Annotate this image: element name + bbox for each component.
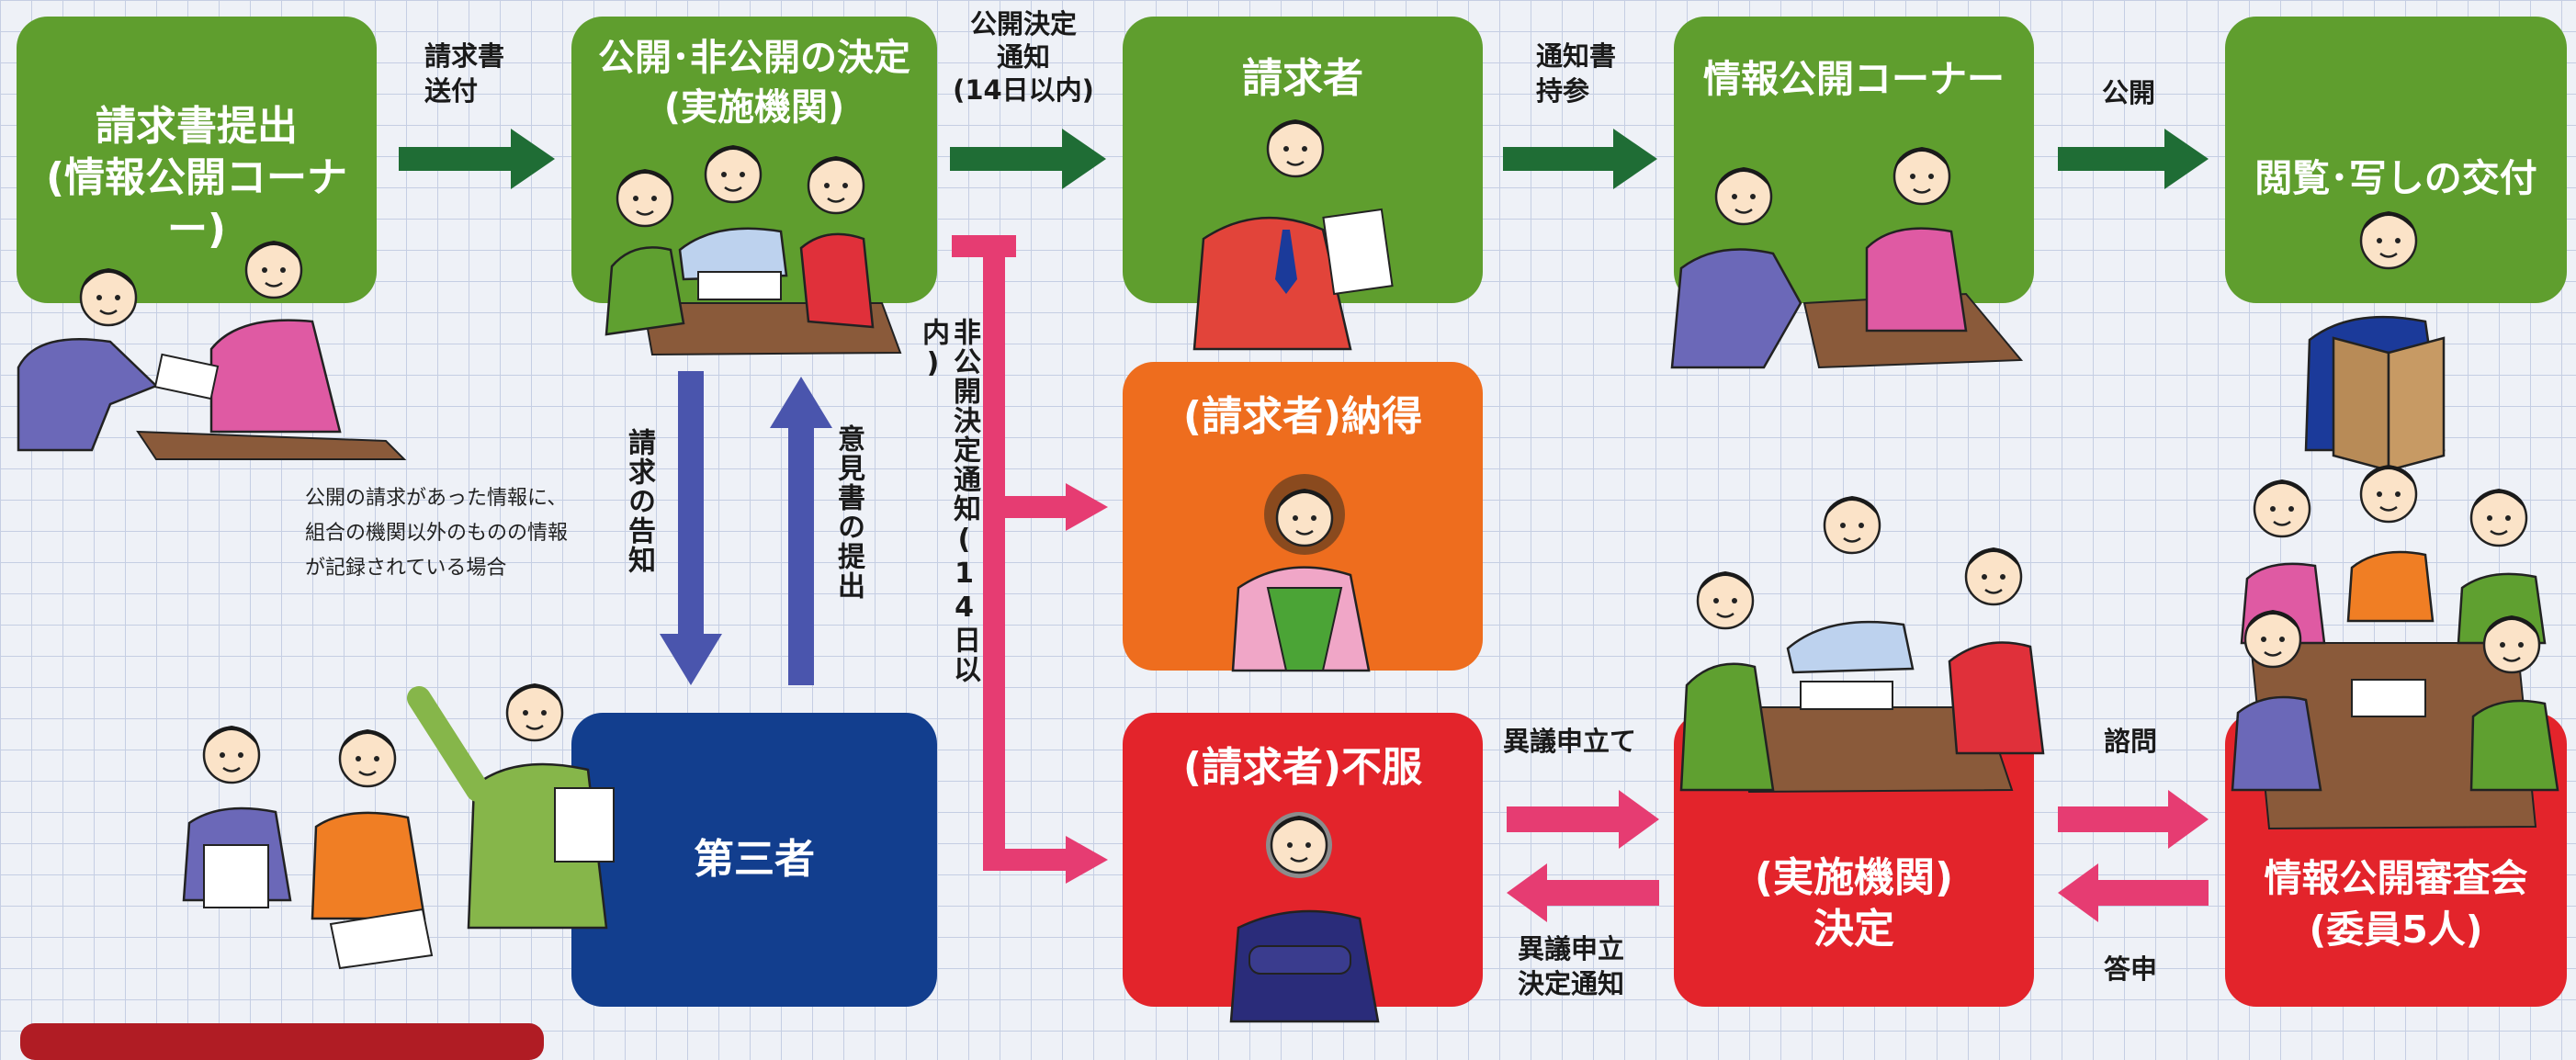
label-notify-request: 請求の告知	[623, 428, 655, 575]
decision-label: 公開･非公開の決定 (実施機関)	[598, 37, 910, 129]
arrow-submit-opinion	[770, 377, 832, 685]
viewing-label: 閲覧･写しの交付	[2254, 156, 2537, 200]
scene-third-party	[182, 682, 615, 970]
label-nondisclosure-notice: 非公開決定通知(14日以内)	[917, 318, 980, 684]
label-objection-decision-notice: 異議申立 決定通知	[1518, 933, 1625, 999]
arrow-layer	[399, 129, 2209, 922]
label-objection: 異議申立て	[1503, 726, 1637, 757]
arrow-consult	[2058, 790, 2209, 849]
label-bring-notice: 通知書 持参	[1536, 40, 1617, 107]
scene-satisfied	[1231, 474, 1371, 672]
scene-review-board	[2231, 463, 2559, 830]
dissatisfied-label: (請求者)不服	[1182, 744, 1423, 791]
satisfied-label: (請求者)納得	[1182, 393, 1423, 440]
label-disclosure-notice: 公開決定 通知 (14日以内)	[953, 8, 1094, 106]
arrow-notify-request	[660, 371, 722, 685]
scene-agency-decision	[1679, 494, 2045, 794]
requester-label: 請求者	[1242, 55, 1363, 102]
scene-request-submit	[17, 239, 407, 460]
request-submit-label: 請求書提出 (情報公開コーナー)	[45, 103, 348, 253]
third-party-label: 第三者	[694, 836, 815, 883]
info-corner-box: 情報公開コーナー	[1674, 17, 2034, 303]
review-board-label: 情報公開審査会 (委員5人)	[2264, 856, 2528, 952]
arrow-disclose	[2058, 129, 2209, 189]
arrow-nondisclosure-branch	[952, 235, 1108, 884]
scene-requester	[1192, 118, 1394, 351]
arrow-objection	[1507, 790, 1659, 849]
illustration-layer	[17, 118, 2559, 1023]
label-consult: 諮問	[2104, 726, 2158, 757]
arrow-bring-notice	[1503, 129, 1657, 189]
label-send-request: 請求書 送付	[424, 40, 505, 107]
arrow-report	[2058, 863, 2209, 922]
label-submit-opinion: 意見書の提出	[832, 424, 864, 601]
arrow-disclosure-notice	[950, 129, 1106, 189]
info-corner-label: 情報公開コーナー	[1703, 57, 2005, 101]
arrow-send-request	[399, 129, 555, 189]
agency-decision-label: (実施機関) 決定	[1754, 854, 1954, 953]
scene-info-corner	[1670, 145, 2024, 369]
request-submit-box: 請求書提出 (情報公開コーナー)	[17, 17, 377, 303]
third-party-note: 公開の請求があった情報に、 組合の機関以外のものの情報 が記録されている場合	[305, 487, 569, 580]
third-party-box: 第三者	[571, 713, 937, 1007]
scene-decision	[604, 143, 902, 356]
arrow-objection-decision	[1507, 863, 1659, 922]
scene-dissatisfied	[1229, 812, 1380, 1023]
label-report: 答申	[2104, 953, 2158, 985]
label-disclose: 公開	[2102, 77, 2156, 108]
scene-viewing	[2304, 209, 2446, 472]
